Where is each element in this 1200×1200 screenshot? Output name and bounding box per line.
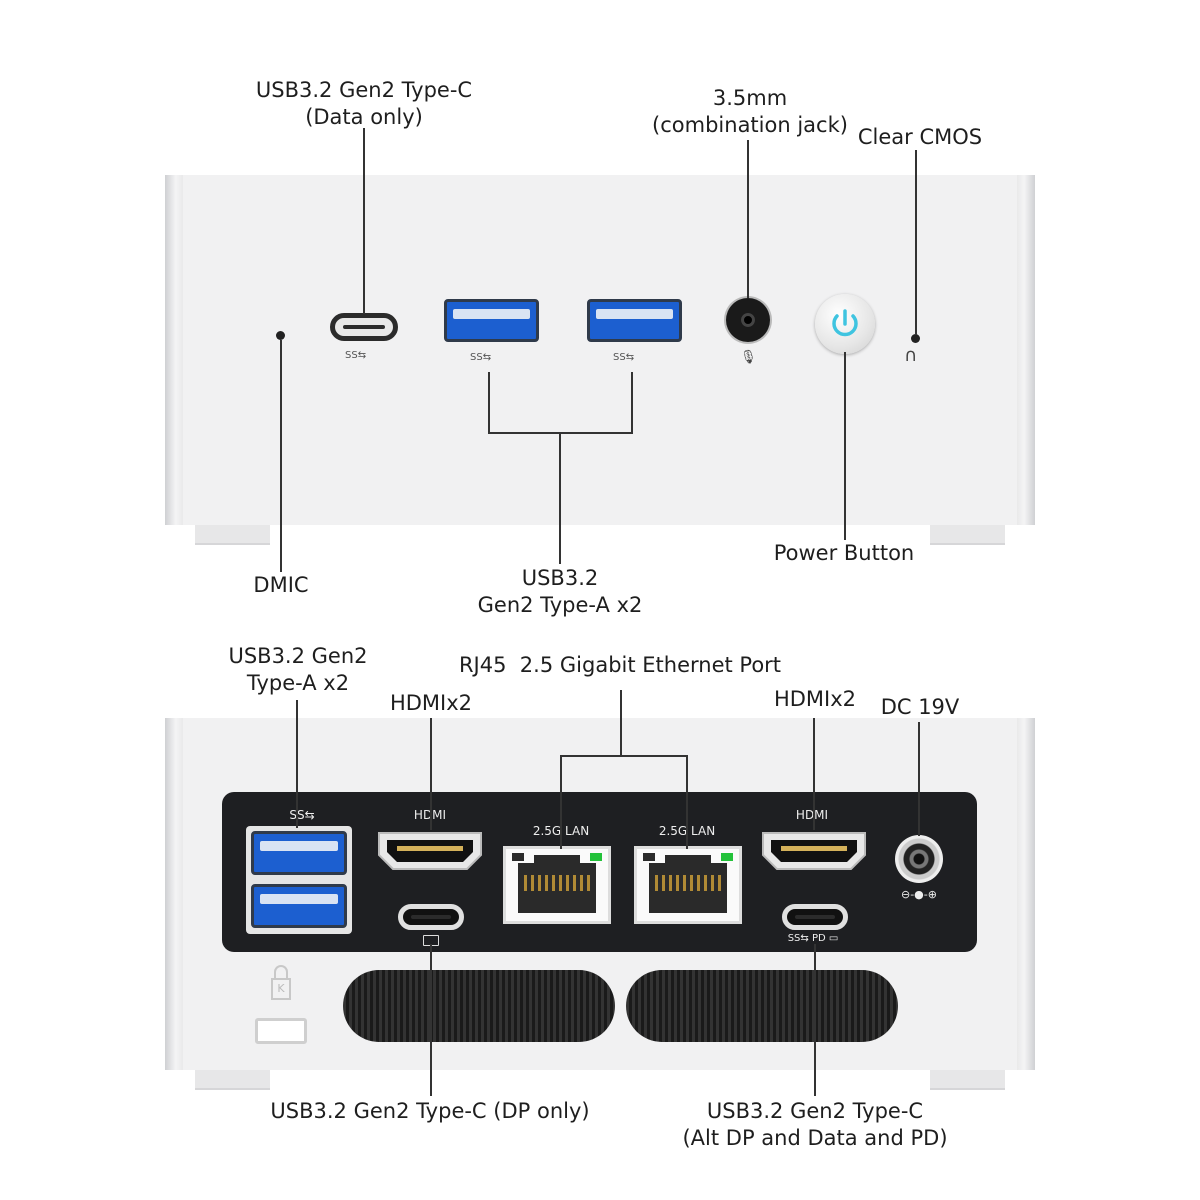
case-edge-left (165, 175, 183, 525)
label-line: USB3.2 Gen2 (228, 644, 368, 668)
leader-hdmi-left (430, 718, 432, 830)
label-usbc-pd: USB3.2 Gen2 Type-C (Alt DP and Data and … (640, 1098, 990, 1152)
hdmi-right-port (762, 832, 866, 870)
kensington-lock-icon: K (271, 965, 291, 1001)
front-foot-left (195, 525, 270, 545)
dc-polarity-mark: ⊖-●-⊕ (901, 888, 937, 901)
label-power: Power Button (773, 541, 915, 565)
label-line: USB3.2 (521, 566, 599, 590)
leader-rear-usba (296, 700, 298, 828)
leader-rj45-up (620, 690, 622, 756)
vent-left (343, 970, 615, 1042)
leader-rj45-left (560, 755, 562, 849)
leader-usba-front-2 (631, 372, 633, 434)
front-usba-mark-1: SS⇆ (470, 352, 492, 363)
leader-usba-front-1 (488, 372, 490, 434)
lan-port-1 (503, 846, 611, 924)
rear-usba-stack (246, 826, 352, 934)
lan-pins (655, 875, 721, 891)
label-usbc-dp: USB3.2 Gen2 Type-C (DP only) (270, 1099, 590, 1123)
leader-cmos (915, 150, 917, 335)
front-usba-port-2 (587, 299, 682, 342)
usbc-pd-mark: SS⇆ PD ▭ (787, 933, 839, 944)
leader-jack (747, 140, 749, 298)
case-edge-left (165, 718, 183, 1070)
lan-led-right (590, 853, 602, 861)
label-clear-cmos: Clear CMOS (857, 125, 983, 149)
case-edge-right (1017, 175, 1035, 525)
label-usbc-data: USB3.2 Gen2 Type-C (Data only) (214, 77, 514, 131)
lan-led-left (512, 853, 524, 861)
case-edge-right (1017, 718, 1035, 1070)
label-hdmi-left: HDMIx2 (389, 691, 473, 715)
label-dc: DC 19V (880, 695, 960, 719)
leader-dc (918, 722, 920, 836)
usba-tongue (260, 894, 338, 904)
dc-jack (895, 835, 943, 883)
label-line: (Data only) (305, 105, 423, 129)
dmic-hole (276, 331, 285, 340)
leader-dmic (280, 340, 282, 572)
rear-foot-right (930, 1070, 1005, 1090)
leader-rj45-right (686, 755, 688, 849)
hdmi-left-port (378, 832, 482, 870)
usba-tongue (453, 309, 530, 319)
front-case (165, 175, 1035, 525)
headset-icon: 🎙 (740, 350, 757, 365)
leader-usbc-dp (430, 944, 432, 1096)
label-usba-front: USB3.2 Gen2 Type-A x2 (430, 565, 690, 619)
label-line: 3.5mm (712, 86, 788, 110)
power-button (815, 294, 875, 354)
label-line: Type-A x2 (246, 671, 350, 695)
usba-tongue (596, 309, 673, 319)
cmos-icon: ∩ (904, 345, 918, 366)
front-usbc-mark: SS⇆ (345, 350, 367, 361)
label-hdmi-right: HDMIx2 (773, 687, 857, 711)
rear-usba-port-2 (251, 884, 347, 928)
leader-rj45-bar (560, 755, 688, 757)
leader-hdmi-right (813, 718, 815, 830)
label-jack: 3.5mm (combination jack) (630, 85, 870, 139)
label-line: Gen2 Type-A x2 (477, 593, 643, 617)
rear-usba-port-1 (251, 831, 347, 875)
usba-tongue (260, 841, 338, 851)
label-line: (Alt DP and Data and PD) (682, 1126, 948, 1150)
label-line: USB3.2 Gen2 Type-C (255, 78, 473, 102)
hdmi-right-mark: HDMI (795, 808, 829, 822)
rear-usba-mark: SS⇆ (289, 808, 315, 822)
label-dmic: DMIC (253, 573, 309, 597)
leader-usbc-pd (814, 944, 816, 1096)
kensington-slot (255, 1018, 307, 1044)
leader-usbc-data (363, 128, 365, 314)
leader-power (844, 352, 846, 540)
leader-usba-front-down (559, 432, 561, 564)
front-foot-right (930, 525, 1005, 545)
power-icon (832, 309, 858, 337)
label-rj45: RJ45 2.5 Gigabit Ethernet Port (458, 653, 782, 677)
label-line: (combination jack) (652, 113, 848, 137)
audio-jack (726, 298, 770, 342)
lan-led-right (721, 853, 733, 861)
lan-led-left (643, 853, 655, 861)
clear-cmos-hole (911, 334, 920, 343)
vent-right (626, 970, 898, 1042)
front-usba-port-1 (444, 299, 539, 342)
front-usba-mark-2: SS⇆ (613, 352, 635, 363)
rear-usbc-pd-port (782, 904, 848, 930)
label-line: USB3.2 Gen2 Type-C (706, 1099, 924, 1123)
rear-foot-left (195, 1070, 270, 1090)
lan-pins (524, 875, 590, 891)
rear-usbc-dp-port (398, 904, 464, 930)
front-usbc-port (330, 313, 398, 341)
lan-port-2 (634, 846, 742, 924)
label-rear-usba: USB3.2 Gen2 Type-A x2 (198, 643, 398, 697)
